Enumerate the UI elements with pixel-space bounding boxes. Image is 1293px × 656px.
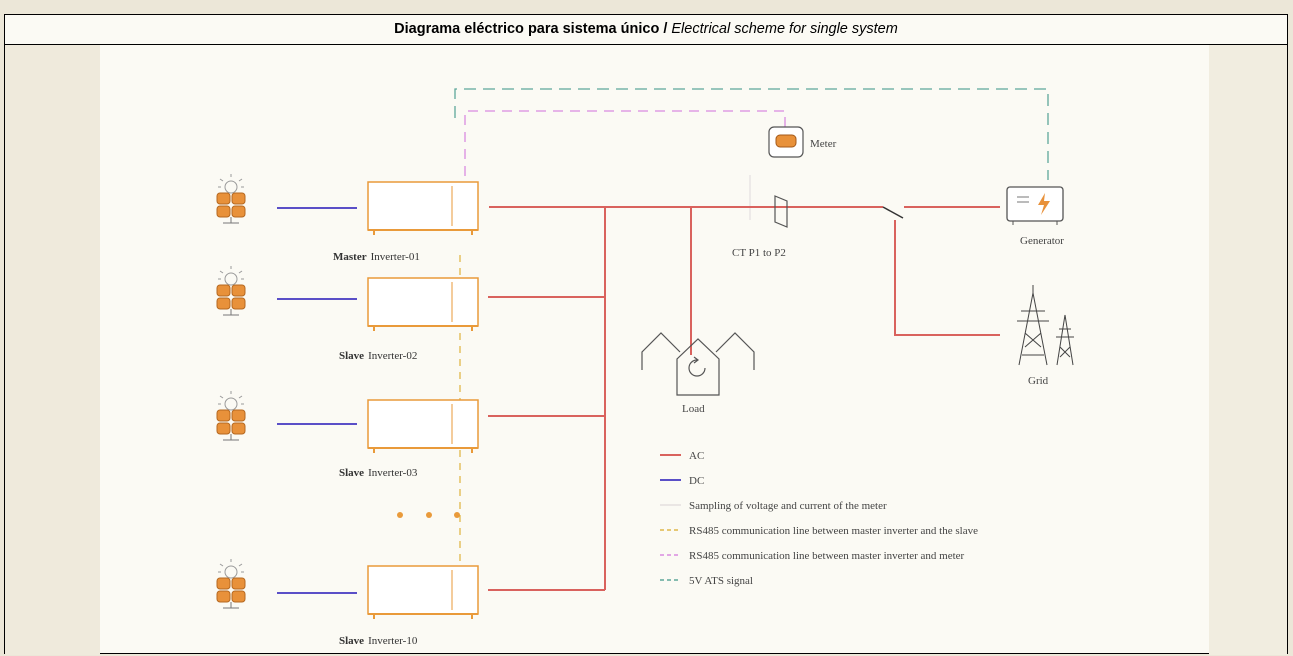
load-label: Load bbox=[682, 403, 705, 415]
legend-label-dc: DC bbox=[689, 475, 704, 487]
legend-label-sampling: Sampling of voltage and current of the m… bbox=[689, 500, 887, 512]
inverter-icon bbox=[367, 399, 479, 454]
ats-switch bbox=[882, 206, 904, 219]
meter-label: Meter bbox=[810, 138, 837, 150]
dc-wiring bbox=[277, 207, 357, 594]
load-houses-icon bbox=[641, 332, 755, 396]
legend-label-ats: 5V ATS signal bbox=[689, 575, 753, 587]
inverter-icon bbox=[367, 277, 479, 332]
ac-wiring bbox=[488, 206, 1000, 591]
legend-label-rs485-slave: RS485 communication line between master … bbox=[689, 525, 978, 537]
legend-label-ac: AC bbox=[689, 450, 704, 462]
generator-label: Generator bbox=[1020, 235, 1064, 247]
generator-icon bbox=[1006, 186, 1064, 225]
meter-comm-line bbox=[464, 110, 786, 193]
diagram-frame: Diagrama eléctrico para sistema único / … bbox=[4, 14, 1288, 655]
ct-icon bbox=[774, 195, 788, 228]
diagram-header: Diagrama eléctrico para sistema único / … bbox=[5, 15, 1287, 45]
solar-panel-icon bbox=[216, 265, 246, 316]
grid-tower-icon bbox=[1017, 285, 1074, 366]
legend: AC DC Sampling of voltage and current of… bbox=[660, 450, 978, 587]
left-margin-band bbox=[5, 45, 100, 655]
solar-panel-icon bbox=[216, 173, 246, 224]
solar-panel-icon bbox=[216, 390, 246, 441]
grid-label: Grid bbox=[1028, 375, 1049, 387]
title-english: Electrical scheme for single system bbox=[671, 21, 898, 37]
ct-label: CT P1 to P2 bbox=[732, 247, 786, 259]
legend-label-rs485-meter: RS485 communication line between master … bbox=[689, 550, 965, 562]
solar-panel-icon bbox=[216, 558, 246, 609]
ellipsis-dots bbox=[397, 512, 460, 518]
inverter-icon bbox=[367, 565, 479, 620]
title-spanish: Diagrama eléctrico para sistema único / bbox=[394, 21, 668, 37]
meter-icon bbox=[768, 126, 804, 158]
inverter-icon bbox=[367, 181, 479, 236]
right-margin-band bbox=[1209, 45, 1287, 655]
ats-signal-line bbox=[454, 88, 1049, 180]
